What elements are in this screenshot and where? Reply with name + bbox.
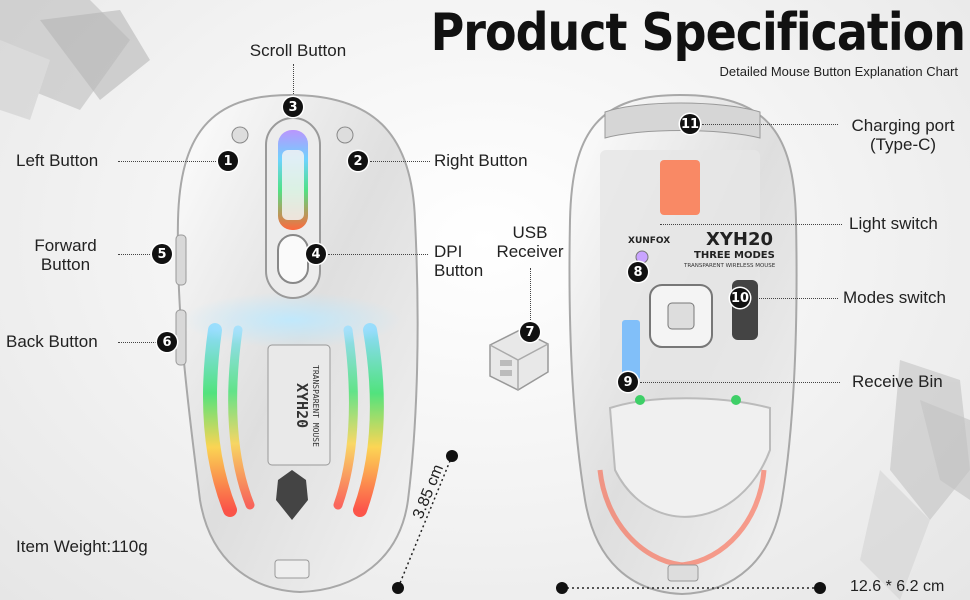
label-charging-port-type: (Type-C) [869, 135, 937, 154]
crystal-decoration-left [0, 0, 150, 120]
page-subtitle: Detailed Mouse Button Explanation Chart [719, 64, 958, 79]
label-receive-bin: Receive Bin [852, 372, 943, 391]
item-weight: Item Weight:110g [16, 537, 148, 556]
label-modes-switch: Modes switch [843, 288, 946, 307]
crystal-decoration-right [860, 360, 970, 600]
marker-7: 7 [520, 322, 540, 342]
mouse-back-view [568, 93, 798, 596]
label-dpi-button: DPI Button [434, 242, 484, 280]
marker-9: 9 [618, 372, 638, 392]
label-back-button: Back Button [6, 332, 98, 351]
leader-line-8 [660, 224, 842, 225]
leader-line-6 [118, 342, 156, 343]
label-scroll-button: Scroll Button [249, 41, 347, 60]
back-model-text: XYH20 [706, 229, 774, 250]
leader-line-5 [118, 254, 152, 255]
marker-3: 3 [283, 97, 303, 117]
leader-line-3 [293, 64, 294, 94]
leader-line-10 [752, 298, 838, 299]
marker-5: 5 [152, 244, 172, 264]
back-model-sub: THREE MODES [694, 250, 775, 261]
leader-line-2 [370, 161, 430, 162]
leader-line-7 [530, 268, 531, 320]
label-forward-button: Forward Button [34, 236, 97, 274]
page-title: Product Specification [430, 2, 966, 63]
mouse-front-view [175, 93, 419, 594]
marker-1: 1 [218, 151, 238, 171]
label-usb-receiver: USB Receiver [496, 223, 564, 261]
label-charging-port: Charging port (Type-C) [851, 116, 955, 154]
leader-line-1 [118, 161, 218, 162]
marker-2: 2 [348, 151, 368, 171]
leader-line-9 [640, 382, 840, 383]
front-brand-text: TRANSPARENT MOUSE [311, 365, 320, 447]
marker-6: 6 [157, 332, 177, 352]
size-dimension-text: 12.6 * 6.2 cm [850, 578, 945, 595]
label-left-button: Left Button [16, 151, 99, 170]
usb-receiver-illustration [489, 329, 549, 391]
height-dimension-line [392, 450, 458, 594]
back-model-sub2: TRANSPARENT WIRELESS MOUSE [684, 263, 776, 269]
marker-4: 4 [306, 244, 326, 264]
marker-10: 10 [730, 288, 750, 308]
front-model-text: XYH20 [293, 383, 311, 429]
label-right-button: Right Button [434, 151, 528, 170]
marker-11: 11 [680, 114, 700, 134]
leader-line-4 [328, 254, 428, 255]
back-brand-text: XUNFOX [628, 236, 671, 246]
label-light-switch: Light switch [849, 214, 938, 233]
leader-line-11 [702, 124, 838, 125]
size-dimension-line [556, 582, 826, 594]
marker-8: 8 [628, 262, 648, 282]
front-label-card-text: TRANSPARENT MOUSE XYH20 [278, 352, 320, 460]
